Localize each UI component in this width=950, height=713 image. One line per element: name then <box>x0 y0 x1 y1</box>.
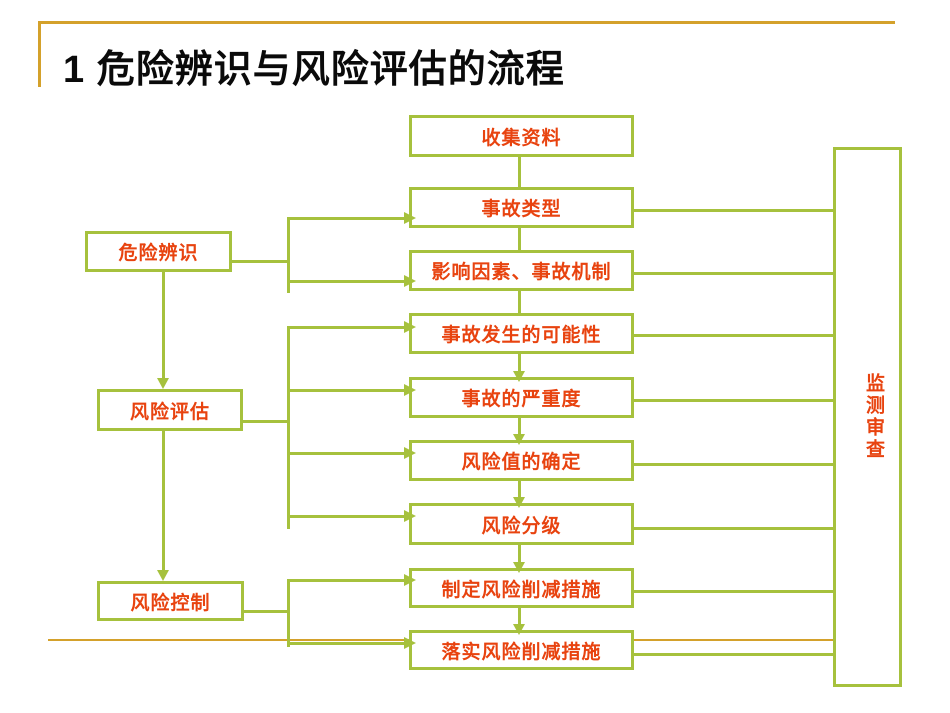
arrow-down-icon <box>513 562 525 573</box>
connector-line <box>287 642 404 645</box>
node-label: 危险辨识 <box>118 243 199 264</box>
connector-line <box>287 217 404 220</box>
connector-line <box>518 481 521 497</box>
arrow-right-icon <box>404 447 416 459</box>
connector-line <box>287 217 290 293</box>
arrow-down-icon <box>513 434 525 445</box>
connector-line <box>518 418 521 434</box>
arrow-right-icon <box>404 384 416 396</box>
node-label: 风险值的确定 <box>461 452 582 473</box>
arrow-down-icon <box>513 371 525 382</box>
node-collect-data: 收集资料 <box>409 115 634 157</box>
arrow-down-icon <box>513 624 525 635</box>
connector-line <box>287 515 404 518</box>
node-label: 风险评估 <box>129 401 210 423</box>
connector-line <box>287 452 404 455</box>
node-label: 影响因素、事故机制 <box>431 262 612 283</box>
node-label: 风险分级 <box>481 515 562 537</box>
connector-line <box>162 272 165 378</box>
connector-line <box>634 272 833 275</box>
node-risk-grading: 风险分级 <box>409 503 634 545</box>
connector-line <box>287 326 404 329</box>
connector-line <box>162 431 165 570</box>
connector-line <box>287 579 404 582</box>
connector-line <box>518 228 521 250</box>
arrow-down-icon <box>513 497 525 508</box>
node-risk-assessment: 风险评估 <box>97 389 243 431</box>
connector-line <box>518 291 521 313</box>
node-label: 事故类型 <box>481 199 562 220</box>
node-monitor-review: 监测审查 <box>833 147 902 687</box>
node-label: 落实风险削减措施 <box>441 641 602 663</box>
node-risk-value-determination: 风险值的确定 <box>409 440 634 481</box>
node-accident-severity: 事故的严重度 <box>409 377 634 418</box>
connector-line <box>518 545 521 562</box>
arrow-right-icon <box>404 275 416 287</box>
node-label: 风险控制 <box>130 592 211 614</box>
node-label: 制定风险削减措施 <box>441 579 602 601</box>
connector-line <box>634 463 833 466</box>
connector-line <box>232 260 287 263</box>
connector-line <box>518 608 521 624</box>
node-risk-control: 风险控制 <box>97 581 244 621</box>
page-title: 1 危险辨识与风险评估的流程 <box>63 49 565 91</box>
arrow-right-icon <box>404 637 416 649</box>
arrow-down-icon <box>157 378 169 389</box>
connector-line <box>244 610 287 613</box>
arrow-right-icon <box>404 574 416 586</box>
arrow-right-icon <box>404 510 416 522</box>
gold-top-rule <box>38 21 895 24</box>
arrow-right-icon <box>404 212 416 224</box>
connector-line <box>634 653 833 656</box>
connector-line <box>287 280 404 283</box>
node-label: 监测审查 <box>863 373 884 461</box>
connector-line <box>518 157 521 187</box>
node-hazard-identification: 危险辨识 <box>85 231 232 272</box>
connector-line <box>634 590 833 593</box>
connector-line <box>287 579 290 647</box>
node-implement-risk-reduction: 落实风险削减措施 <box>409 630 634 670</box>
node-label: 事故发生的可能性 <box>441 325 602 346</box>
node-accident-type: 事故类型 <box>409 187 634 228</box>
connector-line <box>634 209 833 212</box>
node-influence-factors-mechanism: 影响因素、事故机制 <box>409 250 634 291</box>
connector-line <box>287 389 404 392</box>
node-label: 事故的严重度 <box>461 389 582 410</box>
arrow-down-icon <box>157 570 169 581</box>
connector-line <box>287 326 290 529</box>
node-formulate-risk-reduction: 制定风险削减措施 <box>409 568 634 608</box>
connector-line <box>634 334 833 337</box>
connector-line <box>243 420 287 423</box>
gold-left-rule <box>38 21 41 87</box>
connector-line <box>634 399 833 402</box>
node-accident-probability: 事故发生的可能性 <box>409 313 634 354</box>
node-label: 收集资料 <box>481 127 562 149</box>
connector-line <box>518 354 521 371</box>
arrow-right-icon <box>404 321 416 333</box>
connector-line <box>634 527 833 530</box>
